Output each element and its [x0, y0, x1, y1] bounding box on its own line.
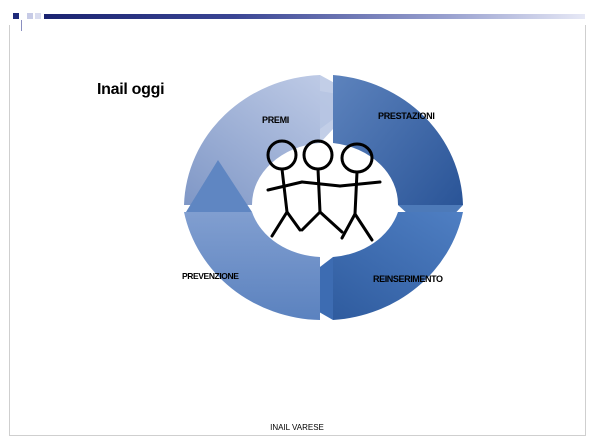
decor-square	[35, 13, 41, 19]
decor-square	[27, 13, 33, 19]
cycle-label-premi: PREMI	[262, 115, 289, 125]
slide-footer: INAIL VARESE	[270, 423, 324, 432]
cycle-label-prevenzione: PREVENZIONE	[182, 271, 239, 281]
cycle-label-prestazioni: PRESTAZIONI	[378, 111, 435, 121]
slide-bullet-square	[13, 13, 19, 19]
header-gradient-bar	[44, 14, 585, 19]
decor-tick	[21, 20, 22, 31]
cycle-segment-prevenzione	[184, 160, 320, 320]
slide-title: Inail oggi	[97, 81, 165, 98]
cycle-label-reinserimento: REINSERIMENTO	[373, 274, 443, 284]
slide-frame	[9, 25, 586, 436]
top-decoration-bar	[0, 0, 594, 31]
stick-figures-icon	[266, 139, 382, 242]
